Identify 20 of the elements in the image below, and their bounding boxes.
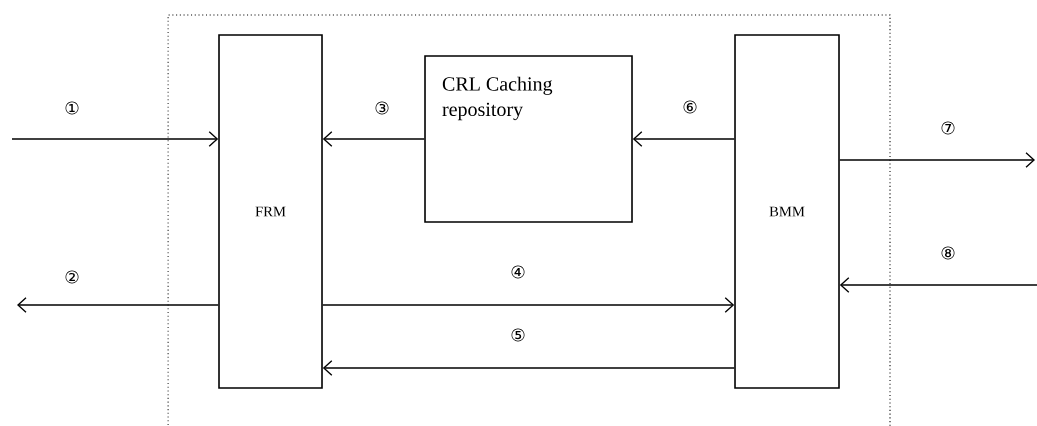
edge-label: ⑦ <box>938 120 958 136</box>
dotted-boundary <box>167 14 891 426</box>
edge-label: ⑥ <box>680 99 700 115</box>
edge-label: ③ <box>372 100 392 116</box>
edge-label: ② <box>62 269 82 285</box>
edge-label: ④ <box>508 264 528 280</box>
module-box: BMM <box>734 34 840 389</box>
edge-label: ① <box>62 100 82 116</box>
edge-label: ⑧ <box>938 245 958 261</box>
arrow <box>632 131 735 147</box>
repository-box: CRL Caching repository <box>424 55 633 223</box>
module-box: FRM <box>218 34 323 389</box>
arrow <box>322 360 735 376</box>
edge-label: ⑤ <box>508 327 528 343</box>
arrow <box>322 297 735 313</box>
arrow <box>839 152 1035 168</box>
arrow <box>839 277 1037 293</box>
arrow <box>17 297 219 313</box>
arrow <box>11 131 219 147</box>
arrow <box>322 131 425 147</box>
